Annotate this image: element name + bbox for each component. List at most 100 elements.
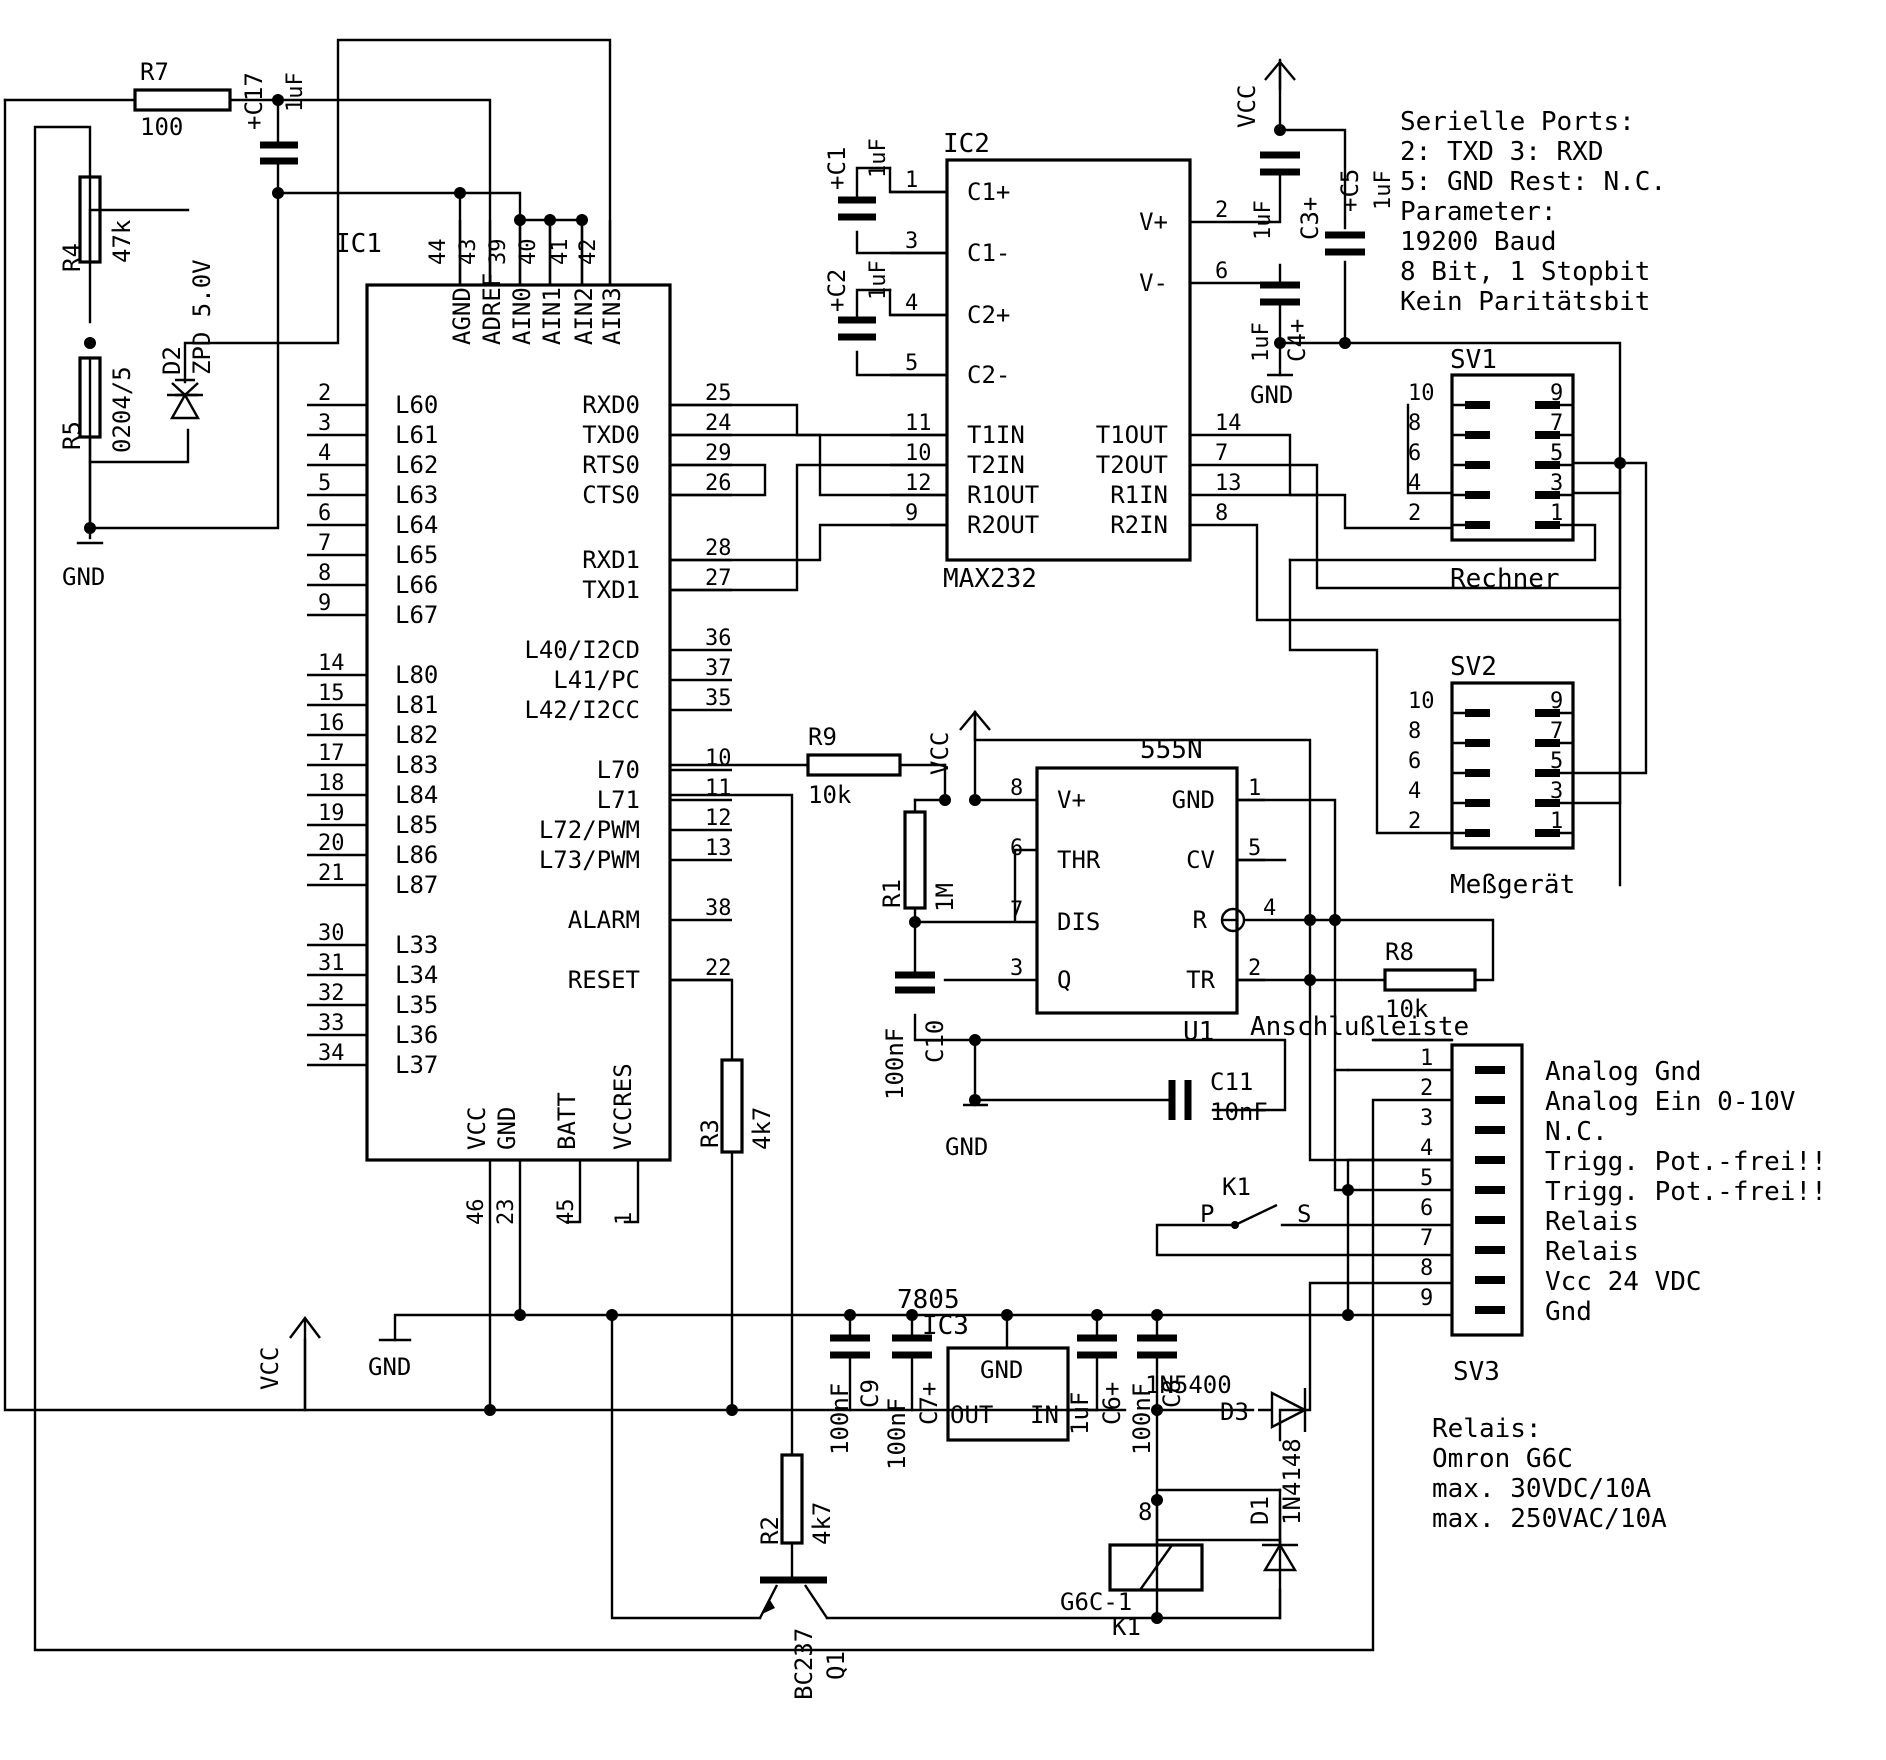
ic1-pin-number: 8 — [318, 561, 331, 586]
gnd-label-left: GND — [62, 563, 105, 591]
sv2-pin-stub — [1535, 799, 1560, 807]
ic1-pin-number: 10 — [705, 746, 732, 771]
sv2-pin-stub — [1535, 829, 1560, 837]
c7-ref: C7+ — [915, 1382, 943, 1425]
ic1-pin-number: 21 — [318, 861, 345, 886]
ic1-pin-label: RXD1 — [582, 546, 640, 574]
u1-pin-label: DIS — [1057, 908, 1100, 936]
r8-value: 10k — [1385, 995, 1429, 1023]
ic1-body — [365, 283, 672, 1162]
u1-pin-label: Q — [1057, 966, 1071, 994]
sv1-pin-stub — [1465, 401, 1490, 409]
u1-pin-number: 3 — [1010, 956, 1023, 981]
relay-coil-slash — [1139, 1544, 1173, 1591]
sv3-pin-number: 6 — [1420, 1196, 1433, 1221]
sv3-pin-label: Relais — [1545, 1237, 1639, 1267]
ic2-pin-label: T1IN — [967, 421, 1025, 449]
sv3-pin-label: Gnd — [1545, 1297, 1592, 1327]
r8-body — [1383, 968, 1477, 992]
relay-contact-pivot — [1231, 1221, 1239, 1229]
junction-dot — [1151, 1404, 1163, 1416]
wire — [973, 710, 1039, 802]
ic1-pin-label: L73/PWM — [539, 846, 640, 874]
wire — [973, 1038, 1174, 1107]
q1-legs — [758, 1584, 828, 1619]
sv1-ref: SV1 — [1450, 345, 1497, 375]
ic1-pin-number: 20 — [318, 831, 345, 856]
ic1-pin-label: L87 — [395, 871, 438, 899]
junction-dot — [726, 1404, 738, 1416]
c4-plates — [1260, 281, 1300, 306]
r9-body — [806, 753, 902, 777]
junction-dot — [1304, 974, 1316, 986]
sv1-pin-stub — [1535, 491, 1560, 499]
c17-plates — [260, 141, 298, 165]
junction-dot — [544, 214, 556, 226]
r1-ref: R1 — [878, 879, 906, 908]
c10-ref: C10 — [921, 1020, 949, 1063]
ic1-pin-number: 44 — [426, 239, 451, 266]
sv3-pin-number: 3 — [1420, 1106, 1433, 1131]
ic2-pin-number: 12 — [905, 471, 932, 496]
sv3-pin-stub — [1475, 1096, 1505, 1104]
sv3-pin-label: Analog Ein 0-10V — [1545, 1087, 1795, 1117]
ic1-pin-label: L36 — [395, 1021, 438, 1049]
supply-symbols: VCC VCC VCC GND GND GND GND — [62, 60, 1296, 1410]
sv3-body — [1450, 1043, 1524, 1337]
c11-ref: C11 — [1210, 1068, 1253, 1096]
ic1-pin-number: 22 — [705, 956, 732, 981]
relay-pin: 8 — [1138, 1498, 1152, 1526]
sv1-pin-number: 9 — [1550, 381, 1563, 406]
wire — [488, 1158, 522, 1412]
u1-pin-label: R — [1193, 906, 1208, 934]
ic1-pin-number: 17 — [318, 741, 345, 766]
sv3-pin-stub — [1475, 1276, 1505, 1284]
d1-symbol — [1262, 1542, 1298, 1572]
vcc-arrow-ic2 — [1264, 60, 1296, 90]
ic1-pin-label: L82 — [395, 721, 438, 749]
ic2-pin-label: C2+ — [967, 301, 1010, 329]
sv3-pin-number: 4 — [1420, 1136, 1433, 1161]
ic1-pin-label: L71 — [597, 786, 640, 814]
wire — [1571, 461, 1648, 775]
wire — [855, 166, 949, 255]
ic1-pin-label: RTS0 — [582, 451, 640, 479]
u1-pin-label: THR — [1057, 846, 1101, 874]
ic1-pin-number: 28 — [705, 536, 732, 561]
d3-symbol — [1258, 1388, 1308, 1432]
ic1-pin-label: L67 — [395, 601, 438, 629]
ic1-pin-label: L81 — [395, 691, 438, 719]
wire — [1288, 558, 1454, 835]
r3-value: 4k7 — [748, 1107, 776, 1150]
c8-ref: C8 — [1158, 1379, 1186, 1408]
junction-dot — [84, 337, 96, 349]
sv3-pin-stub — [1475, 1126, 1505, 1134]
sv3-pin-stub — [1475, 1156, 1505, 1164]
ic2-pin-label: R2IN — [1110, 511, 1168, 539]
sv1-label: Rechner — [1450, 564, 1560, 594]
sv1-pin-number: 5 — [1550, 441, 1563, 466]
sv3-pin-stub — [1475, 1216, 1505, 1224]
ic1-pin-label: L64 — [395, 511, 438, 539]
sv1-pin-number: 6 — [1408, 441, 1421, 466]
sv2-pin-number: 4 — [1408, 779, 1421, 804]
r3-ref: R3 — [696, 1119, 724, 1148]
sv3-pin-label: Relais — [1545, 1207, 1639, 1237]
c6-plates — [1077, 1334, 1117, 1359]
c4-ref: C4+ — [1283, 319, 1311, 362]
wire — [565, 1158, 640, 1224]
ic2-pin-number: 2 — [1215, 198, 1228, 223]
wire — [668, 403, 949, 437]
ic2-pin-label: V+ — [1139, 208, 1168, 236]
sv2-pin-stub — [1535, 769, 1560, 777]
wire — [888, 288, 949, 317]
r9-value: 10k — [808, 781, 852, 809]
u1-pin-number: 2 — [1248, 956, 1261, 981]
ic1-pin-label: L84 — [395, 781, 438, 809]
ic1-pin-label: L40/I2CD — [524, 636, 640, 664]
sv2-label: Meßgerät — [1450, 870, 1575, 900]
u1-ref: U1 — [1183, 1017, 1214, 1047]
